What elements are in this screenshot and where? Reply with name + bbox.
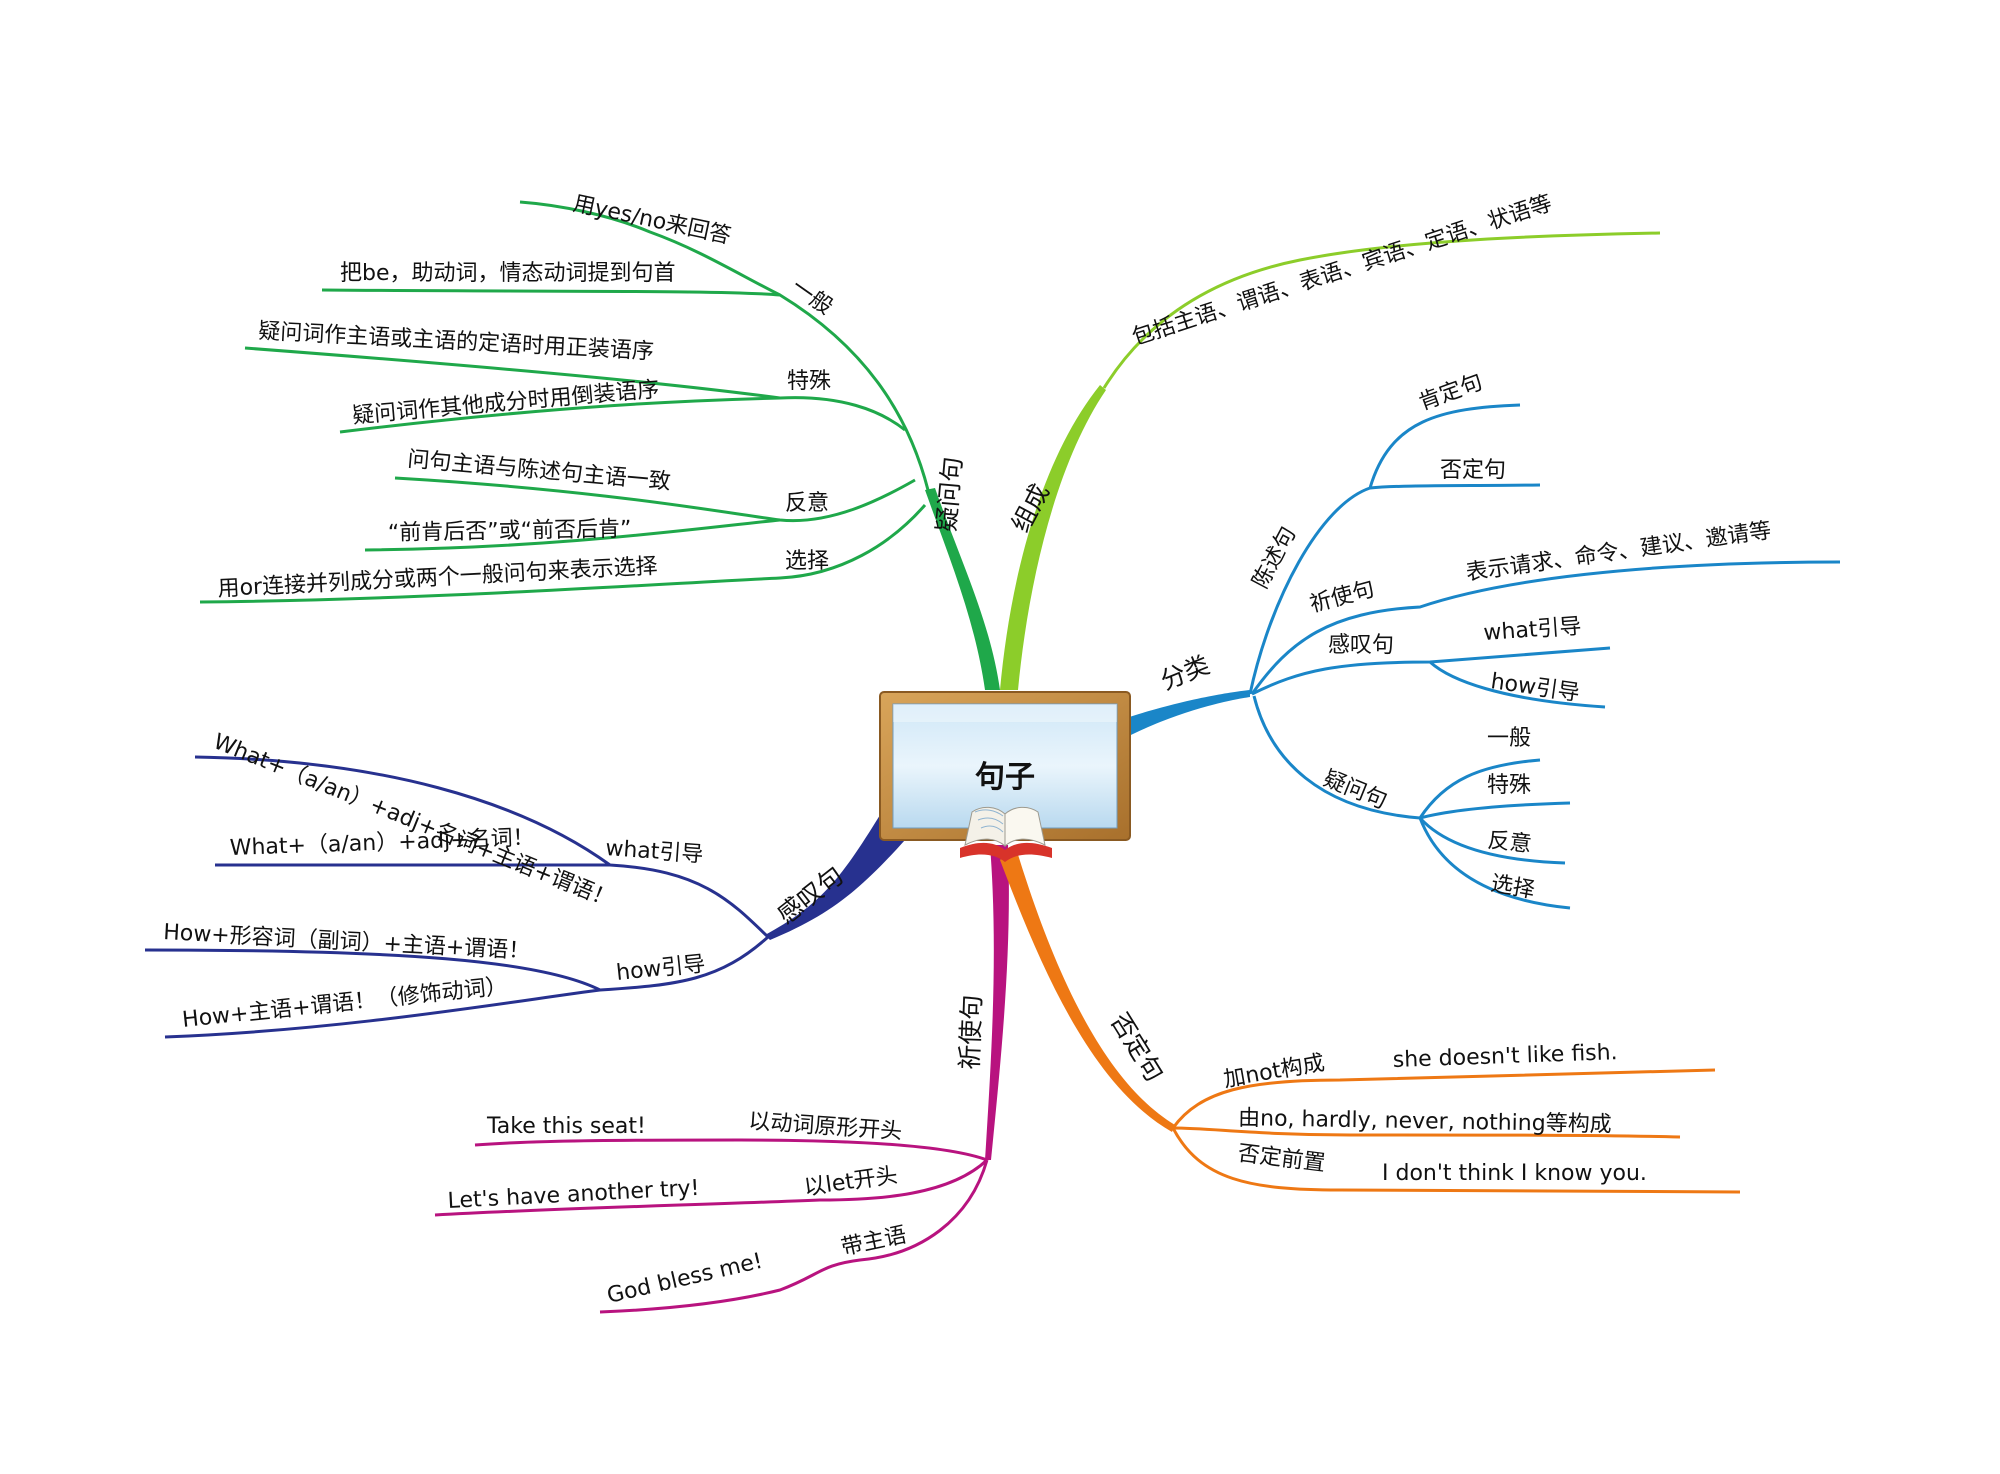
- fenlei-label: 分类: [1156, 650, 1213, 696]
- qishi-item: 表示请求、命令、建议、邀请等: [1464, 518, 1772, 586]
- yiwenju-branch: [199, 200, 930, 604]
- yiwenju-label: 疑问句: [932, 456, 967, 533]
- yiwen-item-1: 特殊: [1487, 773, 1531, 798]
- qishi-item-2-example: God bless me!: [605, 1249, 765, 1309]
- teshu-label: 特殊: [787, 369, 831, 394]
- gantanju-texts: 感叹句 what引导 What+（a/an）+adj+名词+主语+谓语！ Wha…: [163, 729, 849, 1033]
- qishi-label: 祈使句: [1307, 577, 1377, 618]
- fouding-item-2-label: 否定前置: [1236, 1141, 1326, 1177]
- main-branches: [765, 385, 1250, 1160]
- fenlei-texts: 分类 陈述句 肯定句 否定句 祈使句 表示请求、命令、建议、邀请等 感叹句 wh…: [1156, 370, 1772, 904]
- qishi-item-2-label: 带主语: [839, 1223, 909, 1261]
- chenshu-label: 陈述句: [1248, 523, 1301, 593]
- central-node[interactable]: 句子: [879, 691, 1131, 862]
- how-item-0: How+形容词（副词）+主语+谓语！: [163, 920, 531, 964]
- branch-fenlei-trunk: [1120, 690, 1250, 738]
- fouding-item-0-example: she doesn't like fish.: [1392, 1040, 1618, 1073]
- book-icon: [960, 806, 1052, 862]
- qishi-item-1-label: 以let开头: [802, 1163, 899, 1201]
- yiban-item-1: 把be，助动词，情态动词提到句首: [340, 261, 676, 286]
- yiwen-label: 疑问句: [1320, 766, 1391, 814]
- yiwen-item-0: 一般: [1487, 726, 1531, 751]
- fouding-item-0-label: 加not构成: [1222, 1051, 1327, 1093]
- fanyi-item-1: “前肯后否”或“前否后肯”: [388, 517, 632, 546]
- gantan-label: 感叹句: [1328, 633, 1394, 658]
- qishiju-branch: [434, 1138, 989, 1314]
- branch-yiwenju-trunk: [925, 488, 1000, 690]
- chenshu-item-1: 否定句: [1440, 458, 1506, 483]
- how-label: how引导: [615, 952, 707, 986]
- foudingju-texts: 否定句 加not构成 she doesn't like fish. 由no, h…: [1105, 1008, 1647, 1186]
- xuanze-label: 选择: [785, 549, 829, 574]
- fanyi-label: 反意: [785, 491, 829, 516]
- fenlei-branch: [1248, 403, 1841, 910]
- teshu-item-0: 疑问词作主语或主语的定语时用正装语序: [258, 319, 655, 365]
- teshu-item-1: 疑问词作其他成分时用倒装语序: [351, 377, 660, 429]
- central-title: 句子: [975, 760, 1035, 795]
- zucheng-sub: 包括主语、谓语、表语、宾语、定语、状语等: [1129, 191, 1555, 351]
- branch-qishiju-trunk: [985, 845, 1009, 1160]
- branch-foudingju-trunk: [1000, 845, 1175, 1132]
- yiban-label: 一般: [787, 274, 837, 320]
- qishiju-texts: 祈使句 以动词原形开头 Take this seat! 以let开头 Let's…: [447, 994, 987, 1309]
- qishiju-label: 祈使句: [955, 994, 987, 1070]
- qishi-item-0-example: Take this seat!: [486, 1114, 646, 1139]
- foudingju-branch: [1171, 1068, 1741, 1194]
- what-item-0: What+（a/an）+adj+名词+主语+谓语！: [210, 729, 618, 913]
- branch-gantanju-trunk: [765, 815, 905, 940]
- gantanju-branch: [144, 755, 770, 1039]
- what-label: what引导: [605, 836, 705, 868]
- yiwen-item-2: 反意: [1486, 828, 1532, 857]
- zucheng-branch: 组成 包括主语、谓语、表语、宾语、定语、状语等: [1006, 191, 1661, 537]
- branch-zucheng-trunk: [1000, 385, 1106, 690]
- yiban-item-0: 用yes/no来回答: [571, 191, 734, 249]
- yiwenju-texts: 疑问句 一般 用yes/no来回答 把be，助动词，情态动词提到句首 特殊 疑问…: [217, 191, 967, 602]
- yiwen-item-3: 选择: [1489, 871, 1537, 903]
- gantan-item-0: what引导: [1483, 614, 1583, 646]
- fouding-item-2-example: I don't think I know you.: [1382, 1161, 1647, 1186]
